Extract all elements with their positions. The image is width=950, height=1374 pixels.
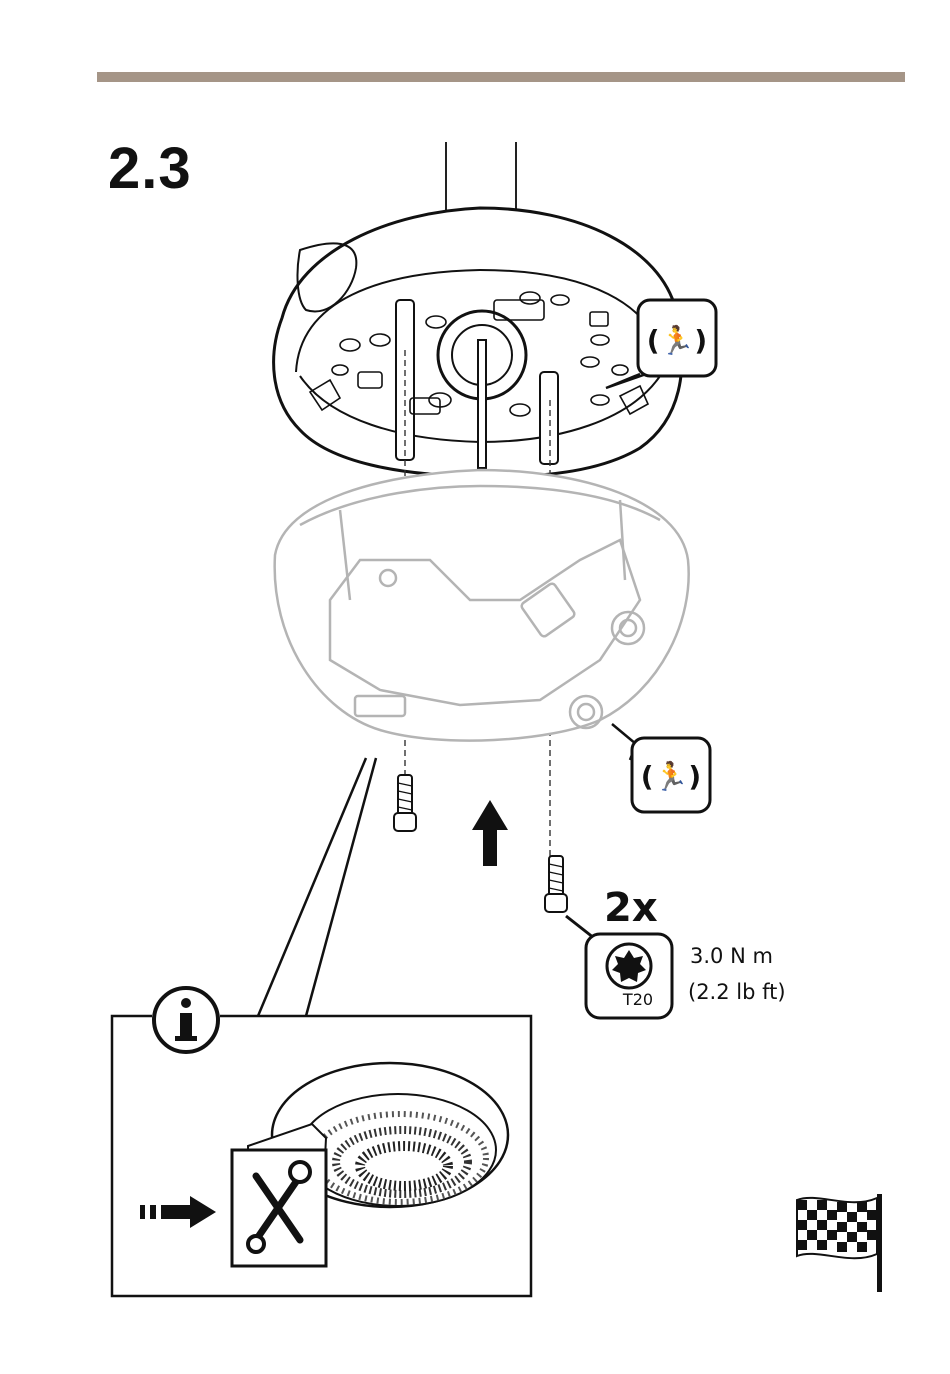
checkered-flag-icon bbox=[797, 1194, 882, 1292]
camera-unit bbox=[275, 470, 689, 741]
info-icon bbox=[154, 988, 218, 1052]
torque-metric: 3.0 N m bbox=[690, 944, 773, 968]
tool-size-label: T20 bbox=[614, 990, 662, 1009]
svg-text:(🏃): (🏃) bbox=[647, 324, 707, 357]
screw-right bbox=[545, 856, 567, 912]
screw-count: 2x bbox=[604, 888, 658, 928]
service-manual-icon bbox=[232, 1124, 326, 1266]
screw-left bbox=[394, 775, 416, 831]
cable bbox=[446, 142, 516, 212]
pointer-arrow-icon bbox=[140, 1196, 216, 1228]
torque-imperial: (2.2 lb ft) bbox=[688, 980, 786, 1004]
up-arrow-icon bbox=[472, 800, 508, 866]
svg-text:(🏃): (🏃) bbox=[641, 760, 701, 793]
detail-leader bbox=[258, 758, 376, 1016]
tamper-alarm-icon: (🏃) bbox=[612, 724, 710, 812]
mount-bracket bbox=[274, 208, 682, 476]
detail-inset bbox=[112, 988, 531, 1296]
